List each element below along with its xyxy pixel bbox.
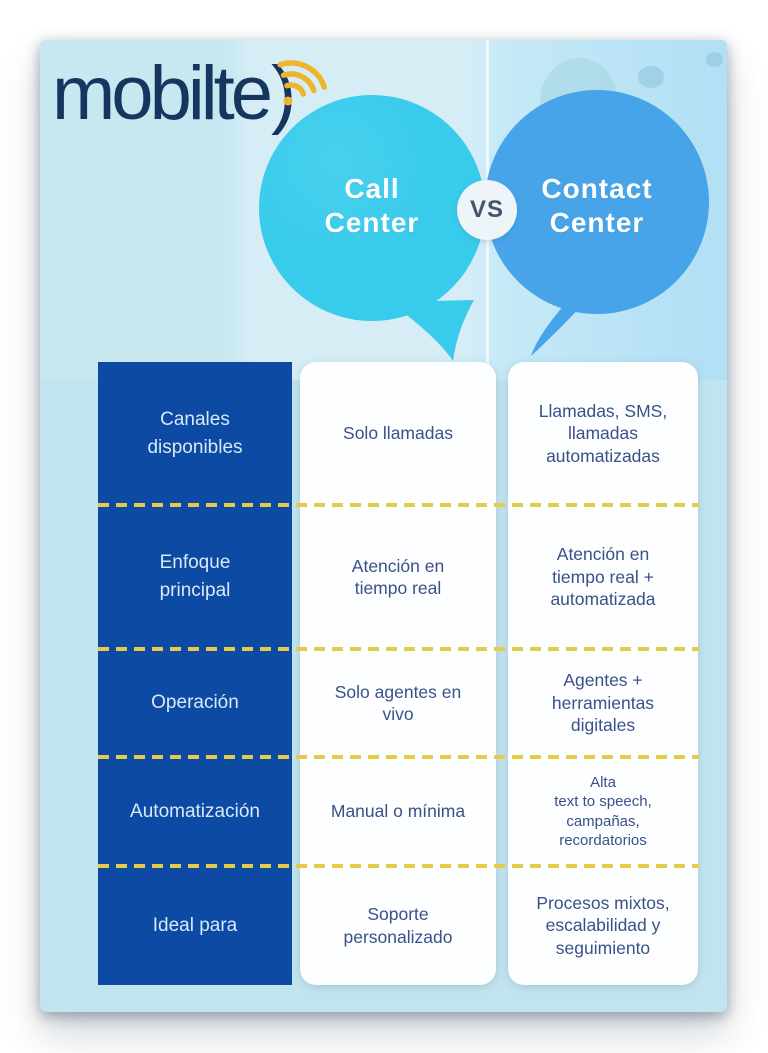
infographic-card: mobilte) Call Center VS Contact Center C…: [40, 40, 727, 1012]
contact-center-title: Contact Center: [541, 173, 653, 238]
call-center-cell: Atención en tiempo real: [351, 555, 445, 598]
decorative-blob: [706, 52, 723, 67]
call-center-cell: Manual o mínima: [330, 801, 466, 822]
row-divider: [98, 864, 699, 868]
vs-label: VS: [469, 196, 504, 223]
wifi-signal-icon: [277, 60, 328, 106]
row-label: Canales disponibles: [147, 408, 243, 458]
row-divider: [98, 755, 699, 759]
row-divider: [98, 647, 699, 651]
contact-center-cell: Atención en tiempo real + automatizada: [550, 544, 656, 610]
contact-center-column: Llamadas, SMS, llamadas automatizadas At…: [508, 362, 698, 985]
logo-bracket: ): [271, 51, 296, 136]
signal-dot: [283, 96, 293, 106]
vs-badge: VS: [457, 180, 517, 240]
row-label-column: Canales disponibles Enfoque principal Op…: [98, 362, 292, 985]
decorative-blob: [638, 66, 664, 88]
contact-center-cell: Agentes + herramientas digitales: [551, 670, 655, 736]
row-label: Operación: [151, 692, 239, 714]
call-center-column: Solo llamadas Atención en tiempo real So…: [300, 362, 496, 985]
row-label: Enfoque principal: [159, 552, 231, 601]
row-label: Ideal para: [152, 914, 238, 936]
speech-bubbles-graphic: [259, 40, 709, 374]
call-center-cell: Solo llamadas: [343, 423, 453, 444]
call-center-cell: Solo agentes en vivo: [334, 681, 462, 724]
call-center-cell: Soporte personalizado: [343, 904, 453, 947]
contact-center-cell: Procesos mixtos, escalabilidad y seguimi…: [536, 892, 670, 958]
logo-text: mobilte: [52, 51, 273, 136]
row-divider: [98, 503, 699, 507]
contact-center-cell: Alta text to speech, campañas, recordato…: [554, 773, 652, 850]
brand-logo: mobilte): [52, 51, 296, 136]
contact-center-bubble: [485, 90, 709, 356]
contact-center-cell: Llamadas, SMS, llamadas automatizadas: [538, 400, 668, 466]
call-center-title: Call Center: [324, 173, 420, 238]
call-center-bubble: [259, 95, 485, 361]
row-label: Automatización: [130, 800, 260, 822]
